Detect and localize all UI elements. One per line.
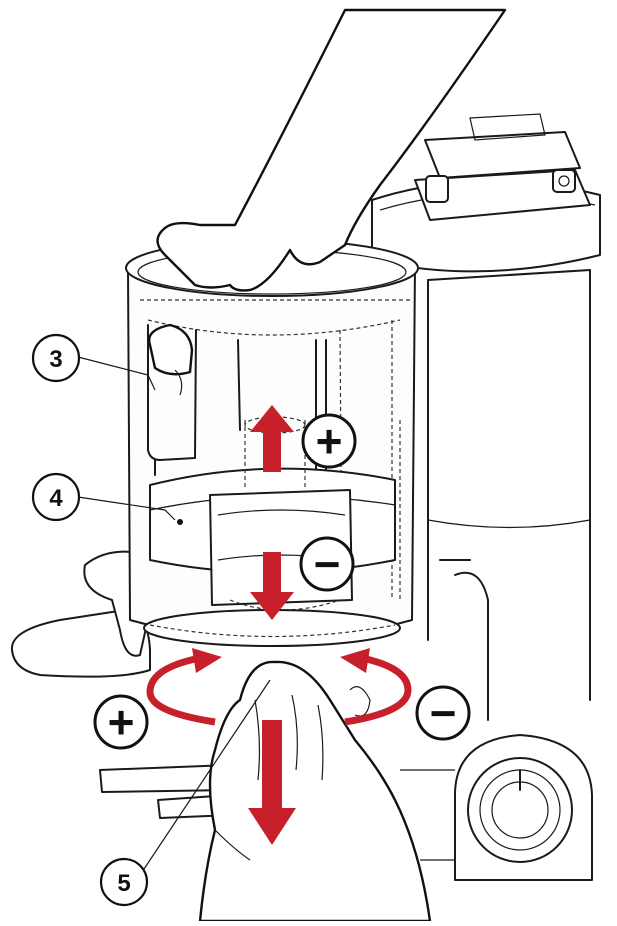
sign-plus-upper: + <box>301 413 357 469</box>
sign-minus-upper: − <box>299 536 355 592</box>
machine-body <box>371 113 601 881</box>
dial-knob <box>454 734 593 881</box>
sign-plus-lower: + <box>93 694 149 750</box>
down-arrow-inner <box>250 552 294 620</box>
down-arrow-lower <box>248 720 296 845</box>
callout-5: 5 <box>99 857 149 907</box>
sign-minus-upper-text: − <box>314 538 341 590</box>
callout-3-label: 3 <box>49 346 62 373</box>
up-arrow <box>250 405 294 472</box>
upper-hand <box>148 8 507 396</box>
sign-plus-upper-text: + <box>316 415 343 467</box>
callout-5-label: 5 <box>117 870 130 897</box>
sign-minus-lower-text: − <box>430 687 457 739</box>
callout-leaders <box>77 356 271 879</box>
adjustment-arrows <box>146 405 412 845</box>
rotate-left-arrow <box>146 654 216 726</box>
callout-4: 4 <box>31 472 81 522</box>
rotate-right-arrow <box>344 654 412 726</box>
sign-minus-lower: − <box>415 685 471 741</box>
sign-plus-lower-text: + <box>108 696 135 748</box>
callout-4-label: 4 <box>49 485 63 512</box>
lower-hand <box>198 660 432 923</box>
callout-3: 3 <box>31 333 81 383</box>
